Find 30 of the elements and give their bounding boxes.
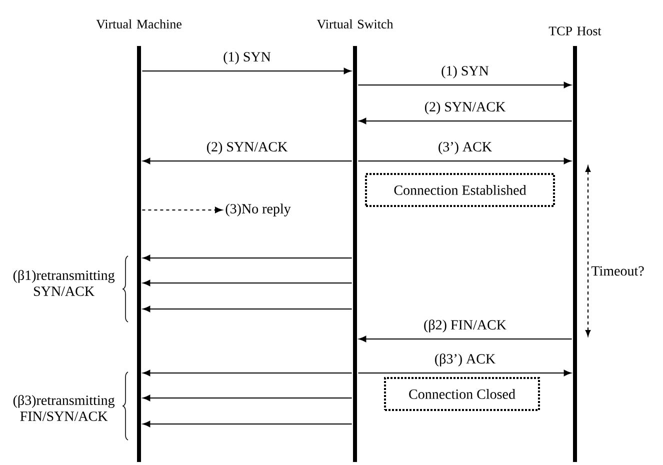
message-text: (3)No reply <box>226 204 291 216</box>
edge-label: (1) SYN <box>222 50 272 66</box>
edge-label: (3’) ACK <box>436 140 494 156</box>
arrow <box>142 68 352 74</box>
arrow <box>142 394 352 402</box>
note-text: Timeout? <box>591 266 644 276</box>
arrow <box>142 370 352 376</box>
arrow <box>142 158 352 164</box>
arrow <box>142 420 352 428</box>
note-text: (β1)retransmitting SYN/ACK <box>13 270 115 296</box>
edge-label: (1) SYN <box>440 64 490 80</box>
arrow <box>358 336 572 342</box>
arrow <box>358 370 572 376</box>
edge-label: (β2) FIN/ACK <box>422 318 508 334</box>
arrow <box>142 306 352 312</box>
status-box: Connection Closed <box>384 377 540 411</box>
arrow <box>358 158 572 164</box>
arrow <box>142 280 352 286</box>
edge-label: (2) SYN/ACK <box>423 100 507 116</box>
arrow <box>358 82 572 88</box>
arrow <box>358 118 572 124</box>
edge-label: (β3’) ACK <box>433 352 497 368</box>
note-text: (β3)retransmitting FIN/SYN/ACK <box>13 394 115 421</box>
lifeline-header: Virtual Switch <box>316 19 394 29</box>
lifeline-header: TCP Host <box>548 26 602 36</box>
lifeline-header: Virtual Machine <box>96 19 182 29</box>
edge-label: (2) SYN/ACK <box>205 140 289 156</box>
arrow <box>142 254 352 262</box>
status-box: Connection Established <box>365 173 555 207</box>
arrow <box>142 206 222 214</box>
